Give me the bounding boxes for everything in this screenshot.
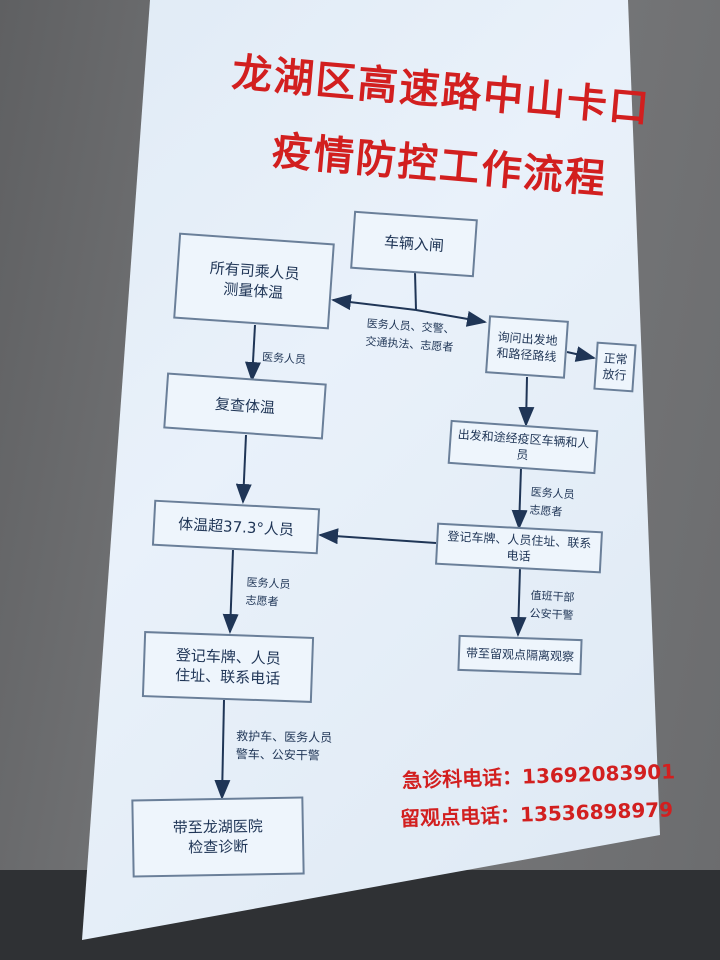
arrow-tempover-down — [222, 549, 239, 634]
box-register-mid: 登记车牌、人员住址、联系电话 — [435, 522, 603, 574]
label-medical-volunteer-left: 医务人员 志愿者 — [245, 575, 291, 609]
box-register-left: 登记车牌、人员 住址、联系电话 — [141, 631, 315, 703]
label-staff-group: 医务人员、交警、 交通执法、志愿者 — [365, 316, 456, 355]
arrow-to-passengers — [331, 294, 417, 311]
label-ambulance-group: 救护车、医务人员 警车、公安干警 — [235, 729, 333, 763]
arrow-to-observation — [510, 567, 527, 637]
arrow-to-ask-origin — [415, 309, 487, 327]
arrow-to-normal-pass — [566, 346, 596, 362]
box-vehicle-entry: 车辆入闸 — [350, 210, 478, 278]
arrow-entry-down — [414, 271, 417, 311]
box-ask-origin-route: 询问出发地 和路径路线 — [485, 315, 569, 379]
arrow-passengers-down — [244, 324, 261, 382]
box-all-passengers-temp: 所有司乘人员 测量体温 — [173, 232, 335, 330]
box-temp-over: 体温超37.3°人员 — [151, 499, 321, 555]
box-recheck-temp: 复查体温 — [163, 372, 327, 440]
box-to-observation: 带至留观点隔离观察 — [457, 634, 583, 676]
arrow-recheck-down — [235, 434, 252, 504]
label-cadre-police: 值班干部 公安干警 — [529, 588, 575, 623]
box-normal-pass: 正常 放行 — [593, 341, 637, 393]
label-medical-volunteer-right: 医务人员 志愿者 — [529, 485, 576, 519]
arrow-epidemic-down — [511, 467, 528, 530]
label-medical-staff: 医务人员 — [261, 350, 307, 367]
arrow-origin-down — [518, 376, 535, 427]
arrow-register-left-down — [214, 699, 231, 800]
box-to-hospital: 带至龙湖医院 检查诊断 — [131, 796, 305, 878]
arrow-register-to-temp — [318, 528, 437, 545]
